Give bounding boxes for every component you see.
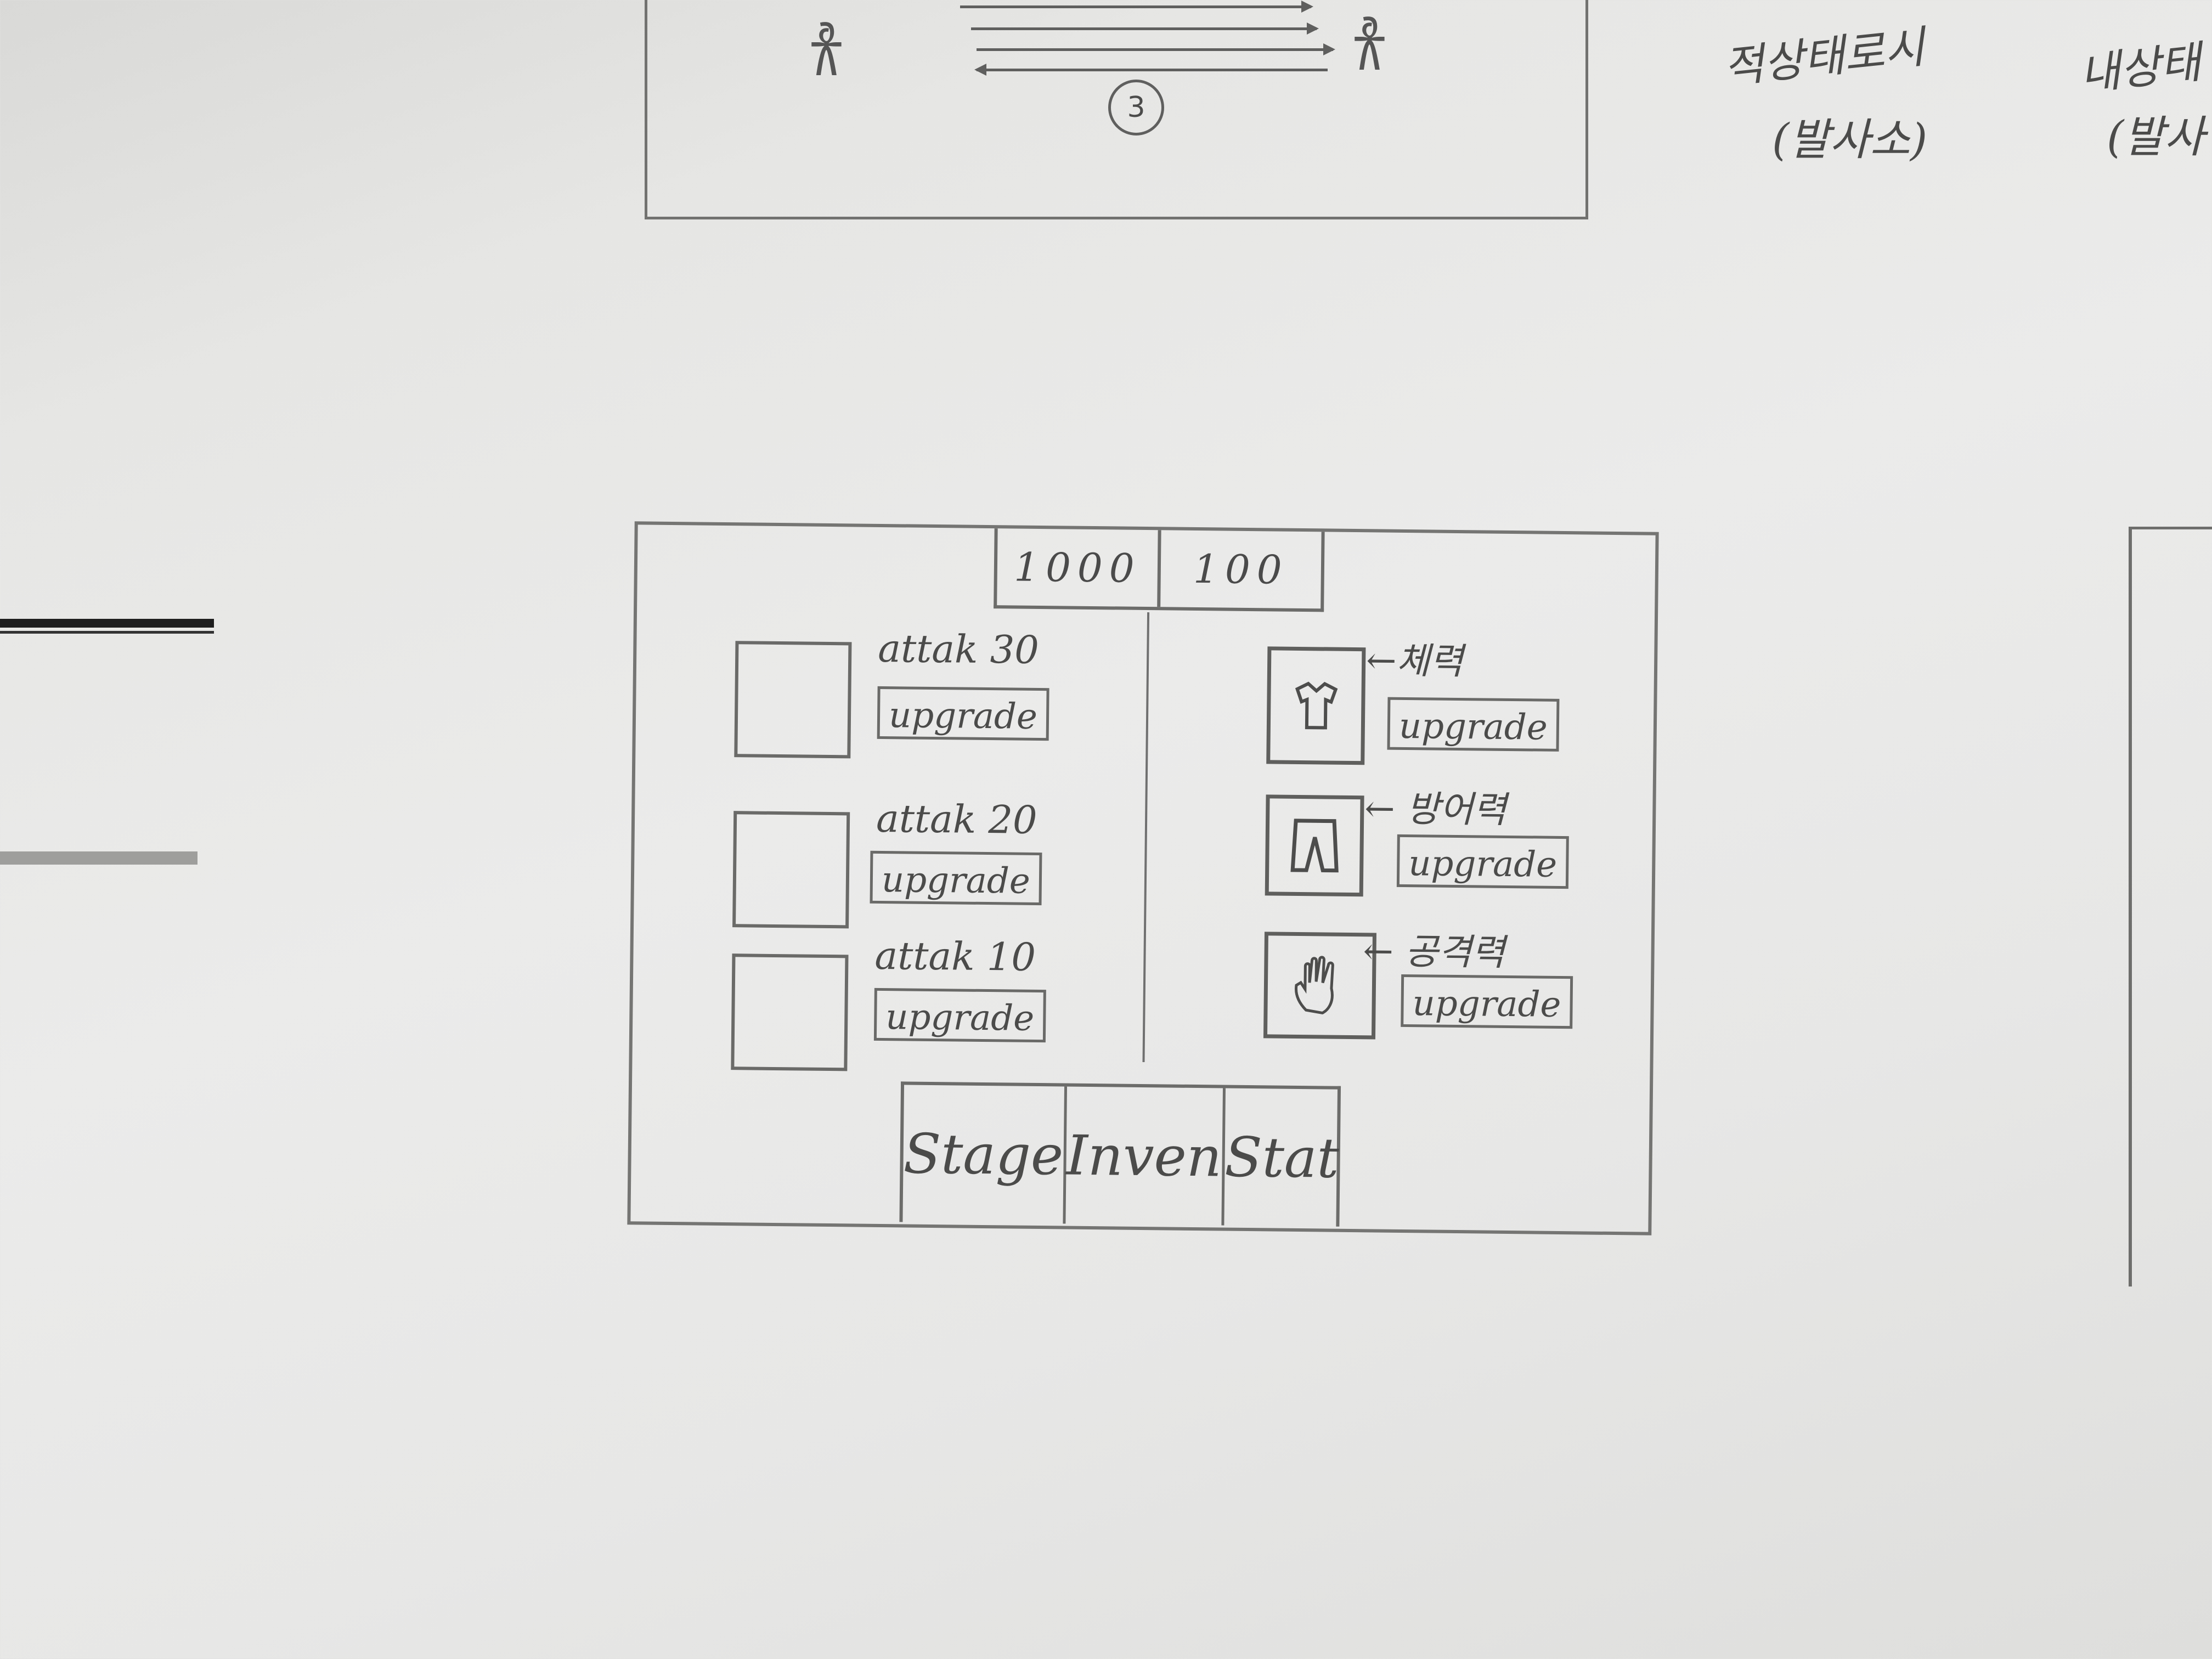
shirt-icon <box>1295 681 1338 730</box>
arrow-line-1 <box>960 1 1313 13</box>
arrow-line-2 <box>971 22 1319 35</box>
tab-stage[interactable]: Stage <box>903 1121 1064 1188</box>
top-sketch-frame: 𐀪 𐀪 <box>645 0 1588 219</box>
weapon-upgrade-button-2[interactable]: upgrade <box>870 850 1042 906</box>
weapon-label-1: attak 30 <box>877 625 1040 673</box>
tab-inven[interactable]: Inven <box>1062 1086 1223 1226</box>
step-number-circle: 3 <box>1108 80 1164 136</box>
pants-icon <box>1290 819 1339 873</box>
weapon-label-3: attak 10 <box>874 933 1036 980</box>
resource-bar: 1000 100 <box>994 528 1325 612</box>
weapon-slot-2[interactable] <box>732 811 850 929</box>
armor-label-health: ←체력 <box>1365 639 1464 683</box>
tab-stat[interactable]: Stat <box>1221 1088 1340 1227</box>
game-screen-wireframe: 1000 100 attak 30 upgrade attak 20 upgra… <box>627 521 1659 1235</box>
panel-divider <box>1142 612 1150 1063</box>
right-partial-frame <box>2129 527 2212 1286</box>
weapon-upgrade-button-1[interactable]: upgrade <box>877 686 1049 741</box>
gem-counter: 100 <box>1157 530 1322 609</box>
note-1-line1: 적상태로시 <box>1720 21 1927 93</box>
stick-figure-left: 𐀪 <box>806 15 847 91</box>
armor-upgrade-button-attack[interactable]: upgrade <box>1401 974 1573 1029</box>
left-dark-strip-thin <box>0 631 214 634</box>
stick-figure-right: 𐀪 <box>1350 9 1390 86</box>
gold-counter: 1000 <box>1013 544 1141 591</box>
armor-slot-pants[interactable] <box>1265 794 1364 897</box>
armor-label-attack: ← 공격력 <box>1363 930 1505 974</box>
arrow-line-3 <box>977 43 1335 55</box>
armor-label-defense: ← 방어력 <box>1364 787 1507 831</box>
weapon-slot-1[interactable] <box>734 641 852 759</box>
left-gray-strip <box>0 851 198 865</box>
armor-upgrade-button-defense[interactable]: upgrade <box>1396 834 1569 889</box>
weapon-slot-3[interactable] <box>731 953 849 1071</box>
bottom-nav: Stage Inven Stat <box>899 1081 1341 1227</box>
armor-slot-shirt[interactable] <box>1266 646 1366 765</box>
left-dark-strip <box>0 619 214 628</box>
note-2-line1: 내상태 <box>2077 36 2203 100</box>
arrow-line-4 <box>974 64 1328 76</box>
weapon-upgrade-button-3[interactable]: upgrade <box>873 988 1046 1043</box>
weapon-label-2: attak 20 <box>876 795 1037 843</box>
note-1-line2: (발사소) <box>1772 114 1928 165</box>
hand-icon <box>1295 956 1334 1015</box>
note-2-line2: (발사 <box>2107 111 2205 162</box>
armor-upgrade-button-health[interactable]: upgrade <box>1387 697 1560 752</box>
armor-slot-gloves[interactable] <box>1263 932 1376 1040</box>
